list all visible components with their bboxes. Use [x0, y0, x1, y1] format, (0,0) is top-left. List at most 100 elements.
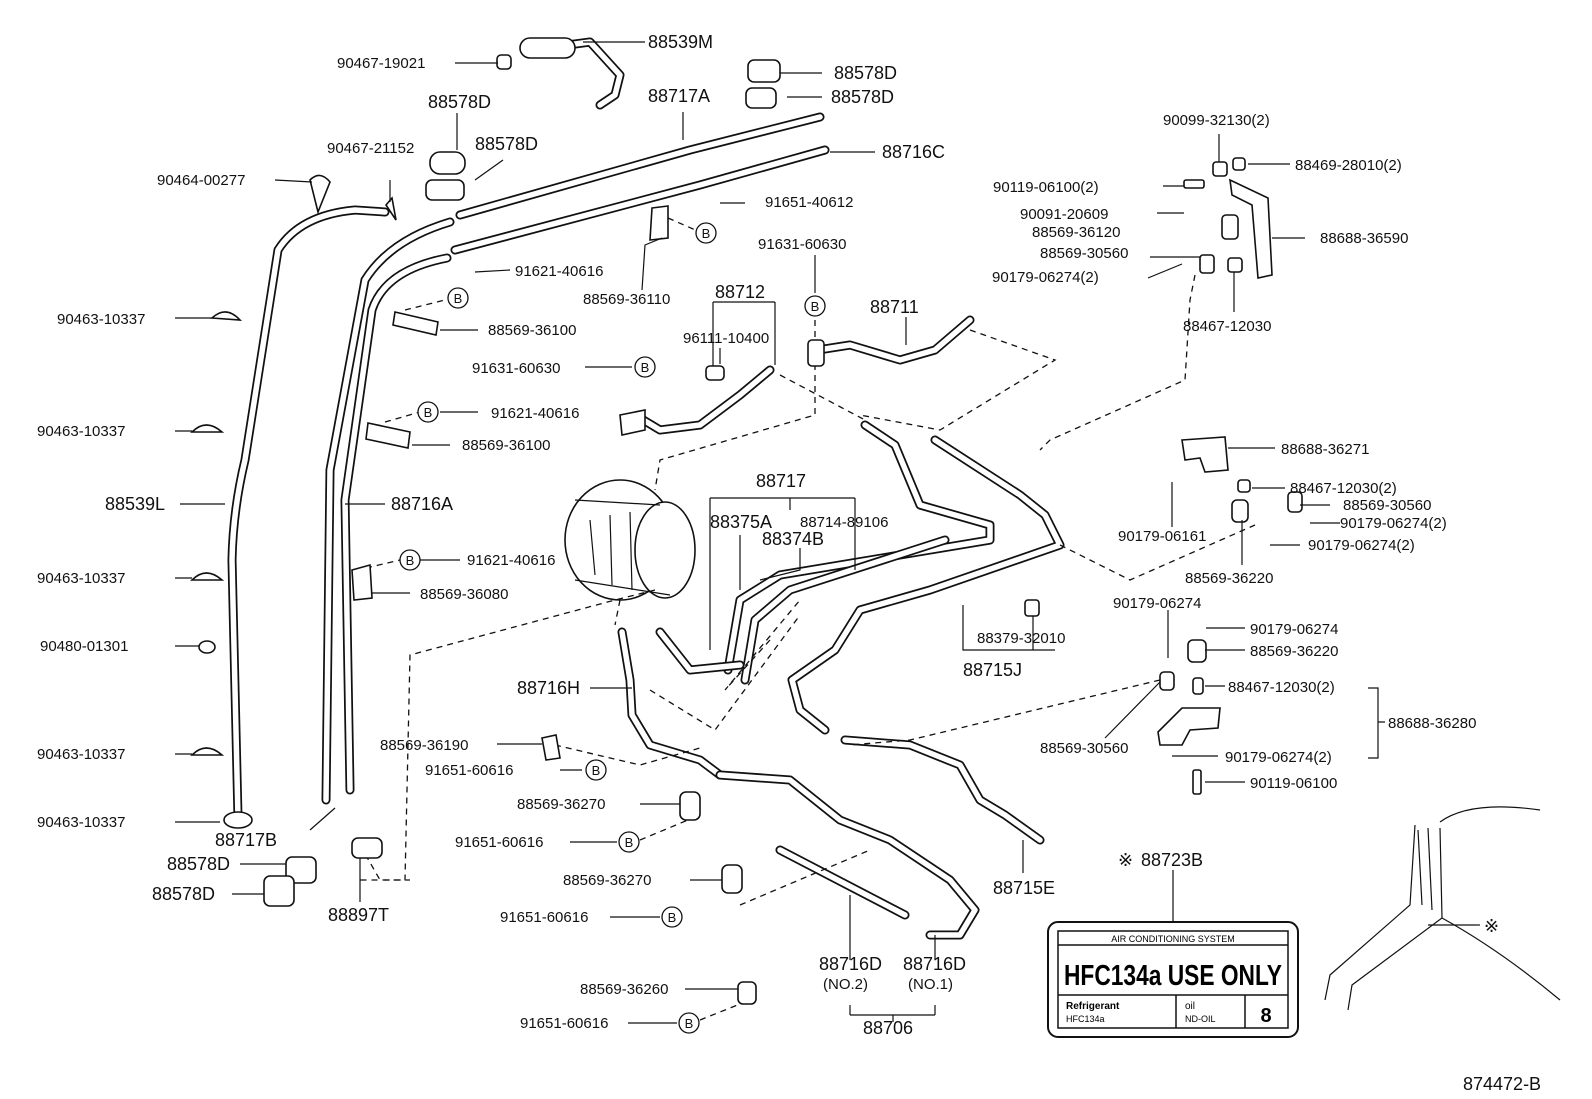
part-label-88716C: 88716C: [882, 142, 945, 162]
part-label-90463-10337: 90463-10337: [37, 814, 125, 831]
switch-88467-12030-a: [1237, 479, 1251, 493]
clamp-90464-00277: [309, 174, 331, 215]
clip-88578D-c: [429, 151, 466, 175]
part-label-88569-36260: 88569-36260: [580, 981, 668, 998]
asterisk-mark: ※: [1118, 850, 1133, 870]
part-label-88578D: 88578D: [834, 63, 897, 83]
svg-text:B: B: [685, 1016, 694, 1031]
clip-88578D-b: [745, 87, 777, 109]
part-label-96111-10400: 96111-10400: [683, 330, 769, 347]
svg-text:B: B: [406, 553, 415, 568]
part-label-88717A: 88717A: [648, 86, 710, 106]
compressor: [564, 479, 696, 601]
body-location-inset: [1324, 806, 1561, 1011]
part-label-88467-12030-2: 88467-12030(2): [1228, 679, 1335, 696]
grommet-90463-10337-c: [190, 572, 225, 581]
part-label-90119-06100: 90119-06100: [1250, 775, 1337, 792]
part-label-91621-40616: 91621-40616: [467, 552, 555, 569]
part-label-91631-60630: 91631-60630: [472, 360, 560, 377]
clip-88578D-f: [263, 875, 295, 907]
clamp-88569-36260: [737, 981, 757, 1005]
part-label-88569-36110: 88569-36110: [583, 291, 670, 308]
part-label-90099-32130: 90099-32130(2): [1163, 112, 1270, 129]
svg-text:B: B: [592, 763, 601, 778]
decal-refrigerant-value: HFC134a: [1066, 1014, 1105, 1024]
pipe-88716D-no2: [775, 845, 910, 920]
bracket-88569-36100-b: [365, 422, 411, 449]
switch-88467-12030: [1227, 257, 1243, 273]
part-label-90179-06274-2: 90179-06274(2): [1308, 537, 1415, 554]
asterisk-mark: ※: [1484, 916, 1499, 936]
part-label-91621-40616: 91621-40616: [491, 405, 579, 422]
part-label-88569-36220: 88569-36220: [1250, 643, 1338, 660]
clip-88578D-a: [747, 59, 781, 83]
hose-88711: [813, 315, 975, 365]
leader-lines: [175, 41, 1480, 1024]
nut-88469-28010: [1232, 157, 1246, 171]
part-label-88715E: 88715E: [993, 878, 1055, 898]
part-label-no1: (NO.1): [908, 976, 953, 993]
part-label-88539M: 88539M: [648, 32, 713, 52]
part-label-90179-06274-2: 90179-06274(2): [1340, 515, 1447, 532]
part-label-90179-06274-2: 90179-06274(2): [992, 269, 1099, 286]
clamp-88569-36270-a: [679, 791, 701, 821]
part-label-88714-89106: 88714-89106: [800, 514, 888, 531]
clamp-90467-19021: [496, 54, 512, 70]
decal-refrigerant-label: Refrigerant: [1066, 1001, 1120, 1012]
pipe-88717A: [455, 112, 825, 220]
b-marker: B: [447, 287, 469, 309]
part-label-88688-36280: 88688-36280: [1388, 715, 1476, 732]
clamp-88569-36220-b: [1187, 639, 1207, 663]
clamp-88569-36270-b: [721, 864, 743, 894]
decal-oil-label: oil: [1185, 1001, 1195, 1012]
bracket-88569-36100-a: [392, 311, 439, 336]
svg-text:B: B: [625, 835, 634, 850]
bracket-88897T: [351, 837, 383, 859]
clamp-90467-21152: [384, 196, 397, 221]
svg-text:B: B: [641, 360, 650, 375]
part-label-88688-36590: 88688-36590: [1320, 230, 1408, 247]
part-label-88717B: 88717B: [215, 830, 277, 850]
part-label-88711: 88711: [870, 297, 919, 317]
part-label-88569-36120: 88569-36120: [1032, 224, 1120, 241]
bracket-88688-36280: [1157, 707, 1221, 746]
part-labels: 88539M 90467-19021 88578D 88578D 88578D …: [37, 32, 1541, 1094]
clamp-88569-30560-c: [1159, 671, 1175, 691]
part-label-88706: 88706: [863, 1018, 913, 1038]
part-label-88578D: 88578D: [475, 134, 538, 154]
pipe-88717: [723, 420, 995, 685]
b-marker: B: [678, 1012, 700, 1034]
part-label-88467-12030: 88467-12030: [1183, 318, 1271, 335]
pipe-88717B: [340, 253, 452, 795]
grommet-90463-10337-b: [190, 424, 225, 433]
part-label-90467-19021: 90467-19021: [337, 55, 425, 72]
bracket-88569-36110: [649, 205, 669, 241]
part-label-88723B: 88723B: [1141, 850, 1203, 870]
part-label-88539L: 88539L: [105, 494, 165, 514]
b-marker: B: [804, 295, 826, 317]
part-label-88374B: 88374B: [762, 529, 824, 549]
part-label-91651-60616: 91651-60616: [500, 909, 588, 926]
svg-text:B: B: [424, 405, 433, 420]
grommet-90480-01301: [198, 640, 216, 654]
part-label-88469-28010: 88469-28010(2): [1295, 157, 1402, 174]
part-label-91651-60616: 91651-60616: [425, 762, 513, 779]
clamp-88569-36120: [1221, 214, 1239, 240]
b-marker: B: [618, 831, 640, 853]
part-label-88569-30560: 88569-30560: [1343, 497, 1431, 514]
part-label-90463-10337: 90463-10337: [37, 746, 125, 763]
clamp-88569-30560-a: [1199, 254, 1215, 274]
svg-text:B: B: [668, 910, 677, 925]
bolt-90119-06100-2: [1183, 179, 1205, 189]
part-label-91651-60616: 91651-60616: [520, 1015, 608, 1032]
b-marker: B: [585, 759, 607, 781]
part-label-88578D: 88578D: [152, 884, 215, 904]
hose-88712: [635, 365, 775, 435]
clip-88578D-e: [285, 856, 317, 884]
pipe-88716C: [450, 145, 830, 255]
part-label-no2: (NO.2): [823, 976, 868, 993]
fitting-88712: [619, 409, 646, 436]
clip-88578D-d: [425, 179, 465, 201]
part-label-90463-10337: 90463-10337: [37, 423, 125, 440]
decal-main-text: HFC134a USE ONLY: [1064, 960, 1282, 992]
